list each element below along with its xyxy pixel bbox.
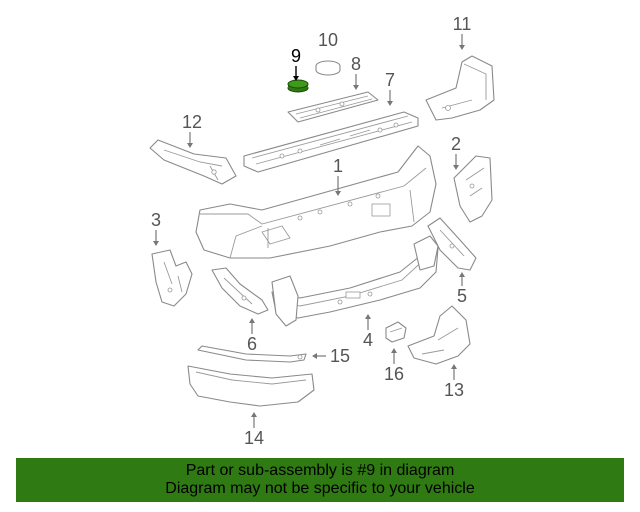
part-1-bumper xyxy=(195,145,437,259)
callout-3: 3 xyxy=(151,210,161,230)
callout-11: 11 xyxy=(453,14,472,34)
callout-2: 2 xyxy=(451,134,461,154)
callout-14: 14 xyxy=(244,428,264,448)
part-9-clip[interactable] xyxy=(287,79,309,93)
part-12-bracket xyxy=(149,139,237,185)
part-3-bracket xyxy=(151,249,193,307)
part-13-cover xyxy=(407,305,471,365)
callout-16: 16 xyxy=(384,364,404,384)
callout-10: 10 xyxy=(318,30,338,50)
parts-diagram: 9 10 8 7 11 12 1 2 3 5 4 6 16 13 14 15 xyxy=(149,14,495,448)
banner-line-2: Diagram may not be specific to your vehi… xyxy=(165,480,475,497)
banner-line-1: Part or sub-assembly is #9 in diagram xyxy=(185,462,455,479)
part-6-bracket xyxy=(211,267,269,315)
callout-9: 9 xyxy=(291,46,301,66)
part-10-cap xyxy=(315,60,341,76)
part-5-bracket xyxy=(427,217,477,271)
callout-13: 13 xyxy=(444,380,464,400)
part-11-bracket xyxy=(425,55,495,121)
part-4-reinforcement xyxy=(271,235,439,327)
callout-6: 6 xyxy=(247,334,257,354)
callout-7: 7 xyxy=(385,70,395,90)
callout-4: 4 xyxy=(363,330,373,350)
part-14-lower-cover xyxy=(187,365,315,407)
callout-8: 8 xyxy=(351,54,361,74)
callout-5: 5 xyxy=(457,286,467,306)
callout-12: 12 xyxy=(182,112,202,132)
leader-lines xyxy=(153,34,465,428)
part-16-clip xyxy=(385,321,407,343)
callout-1: 1 xyxy=(333,156,343,176)
part-7-step-assembly xyxy=(243,111,419,173)
part-2-bracket xyxy=(453,155,493,223)
part-15-molding xyxy=(197,345,307,363)
part-8-step-pad xyxy=(287,91,379,123)
callout-15: 15 xyxy=(330,346,350,366)
info-banner: Part or sub-assembly is #9 in diagram Di… xyxy=(16,458,624,502)
